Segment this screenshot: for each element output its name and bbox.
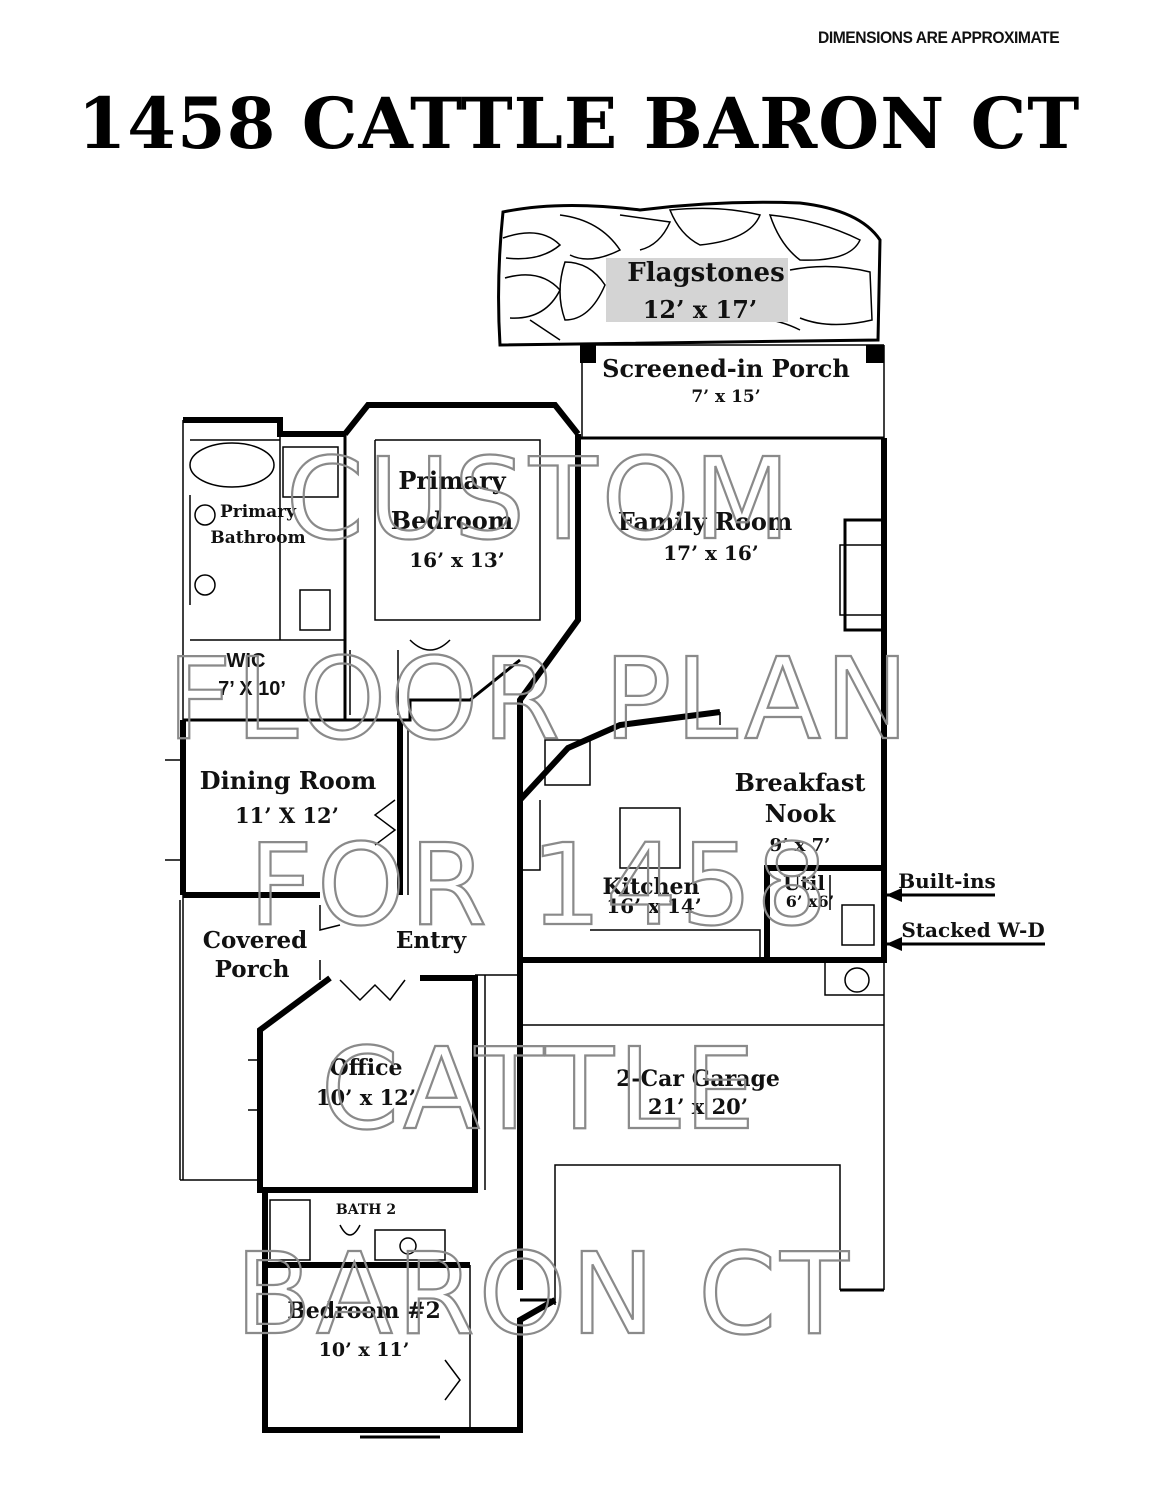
breakfast-nook-label-2: Nook <box>765 799 837 828</box>
watermark-line-4: CATTLE <box>321 1025 759 1155</box>
flagstones-label: Flagstones <box>627 258 784 288</box>
primary-suite-walls <box>183 434 541 722</box>
kitchen-label: Kitchen <box>602 874 699 900</box>
primary-bedroom-label-1: Primary <box>398 466 506 495</box>
bedroom2-size: 10’ x 11’ <box>319 1339 410 1361</box>
covered-porch-label-2: Porch <box>215 956 290 983</box>
primary-bathroom-label-2: Bathroom <box>210 528 305 548</box>
watermark: CUSTOM FLOOR PLAN FOR 1458 CATTLE BARON … <box>166 434 912 1361</box>
primary-bedroom-label-2: Bedroom <box>391 506 513 535</box>
dining-entry-walls <box>165 720 409 1181</box>
disclaimer-text: DIMENSIONS ARE APPROXIMATE <box>818 28 1060 47</box>
flagstones-patio <box>497 200 882 347</box>
family-room-size: 17’ x 16’ <box>663 541 758 565</box>
primary-bathroom-label-1: Primary <box>220 502 297 522</box>
util-size: 6’ x6’ <box>786 892 835 911</box>
garage-size: 21’ x 20’ <box>648 1094 748 1119</box>
garage-label: 2-Car Garage <box>616 1066 780 1092</box>
bath2-label: BATH 2 <box>336 1202 396 1218</box>
flagstones-size: 12’ x 17’ <box>643 295 758 324</box>
family-room-label: Family Room <box>618 507 793 536</box>
callout-arrows <box>886 888 1045 951</box>
flagstones-label-bg <box>606 258 788 322</box>
builtins-callout: Built-ins <box>898 869 996 893</box>
watermark-line-2: FLOOR PLAN <box>167 635 912 765</box>
breakfast-nook-size: 9’ x 7’ <box>770 835 831 856</box>
wic-size: 7’ X 10’ <box>218 678 286 700</box>
watermark-line-3: FOR 1458 <box>248 821 831 951</box>
dining-room-label: Dining Room <box>200 766 376 795</box>
util-label: Util <box>783 871 825 895</box>
screened-porch-size: 7’ x 15’ <box>691 387 760 407</box>
office-size: 10’ x 12’ <box>316 1085 416 1110</box>
stacked-wd-callout: Stacked W-D <box>901 918 1044 942</box>
bedroom2-walls <box>262 1190 557 1439</box>
wic-label: WIC <box>227 650 266 672</box>
watermark-line-5: BARON CT <box>235 1230 852 1360</box>
covered-porch-label-1: Covered <box>203 927 307 954</box>
exterior-walls <box>180 402 887 1305</box>
page-title: 1458 CATTLE BARON CT <box>77 82 1081 165</box>
office-walls <box>248 960 523 1290</box>
screened-porch-label: Screened-in Porch <box>602 354 850 383</box>
office-label: Office <box>330 1055 403 1081</box>
breakfast-nook-label-1: Breakfast <box>735 768 866 797</box>
dining-room-size: 11’ X 12’ <box>235 803 339 828</box>
kitchen-size: 16’ x 14’ <box>606 894 701 918</box>
entry-label: Entry <box>396 927 467 954</box>
primary-bedroom-size: 16’ x 13’ <box>409 548 504 572</box>
bedroom2-label: Bedroom #2 <box>287 1298 441 1324</box>
watermark-line-1: CUSTOM <box>286 435 794 565</box>
